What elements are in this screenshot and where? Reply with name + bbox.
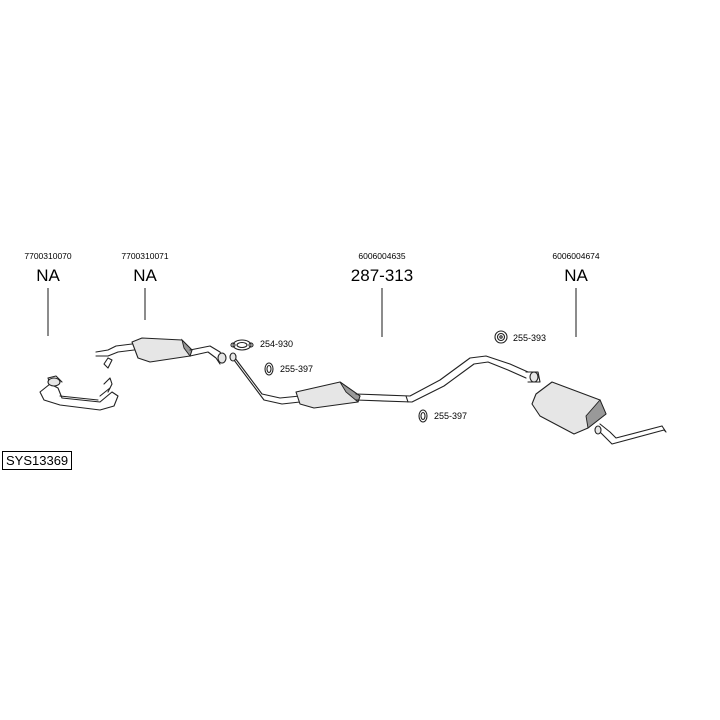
part-oem-number: 7700310070 xyxy=(24,251,72,261)
part-reference: NA xyxy=(133,266,157,285)
clamp-icon xyxy=(230,339,254,351)
rubber-mount-icon-2 xyxy=(418,409,428,423)
part-oem-number: 6006004635 xyxy=(358,251,406,261)
gasket-ring-icon xyxy=(494,330,508,344)
rear-silencer-section xyxy=(531,381,667,445)
accessory-label-mount: 255-397 xyxy=(434,411,468,421)
rubber-mount-icon-1 xyxy=(264,362,274,376)
part-reference: NA xyxy=(36,266,60,285)
front-downpipe xyxy=(39,375,119,411)
accessory-label-gasket: 255-393 xyxy=(513,333,547,343)
part-oem-number: 7700310071 xyxy=(121,251,169,261)
system-code-label: SYS13369 xyxy=(2,451,73,470)
accessory-label-clamp: 254-930 xyxy=(260,339,294,349)
centre-silencer-section xyxy=(229,352,541,409)
accessory-label-mount: 255-397 xyxy=(280,364,314,374)
front-silencer-section xyxy=(95,337,227,369)
part-reference: NA xyxy=(564,266,588,285)
part-oem-number: 6006004674 xyxy=(552,251,600,261)
part-reference: 287-313 xyxy=(350,266,414,285)
